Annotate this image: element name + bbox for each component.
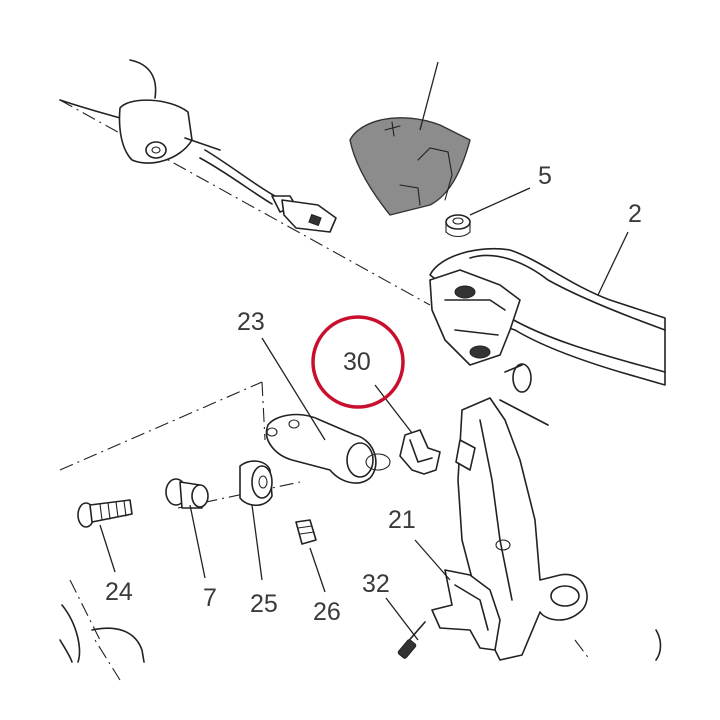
- label-part-5: 5: [538, 162, 552, 190]
- clip-part-30: [399, 429, 441, 475]
- screw-part-32: [397, 621, 426, 659]
- cover-plate-part: [349, 117, 471, 238]
- pin-part-24: [77, 499, 133, 528]
- label-part-26: 26: [313, 598, 341, 626]
- label-part-2: 2: [628, 200, 642, 228]
- spacer-part-25: [239, 460, 273, 507]
- label-part-30: 30: [343, 348, 371, 376]
- clip-part-21: [431, 569, 501, 651]
- label-part-24: 24: [105, 578, 133, 606]
- label-part-23: 23: [237, 308, 265, 336]
- label-part-25: 25: [250, 590, 278, 618]
- lever-part: [429, 247, 666, 393]
- leader-lines: [99, 61, 629, 641]
- label-part-32: 32: [362, 570, 390, 598]
- cover-plate: [349, 117, 471, 216]
- label-part-21: 21: [388, 506, 416, 534]
- pivot-arm-part-23: [265, 413, 391, 484]
- switch-connector-assembly: [59, 59, 337, 233]
- part-labels: 5 2 23 30 21 32 24 7 25 26: [105, 162, 642, 626]
- highlight-circle: [311, 315, 405, 409]
- washer: [445, 214, 471, 230]
- bushing-part-7: [165, 478, 209, 509]
- label-part-7: 7: [203, 584, 217, 612]
- partial-housing-bottom-left: [59, 604, 662, 663]
- screw-part-26: [295, 519, 317, 545]
